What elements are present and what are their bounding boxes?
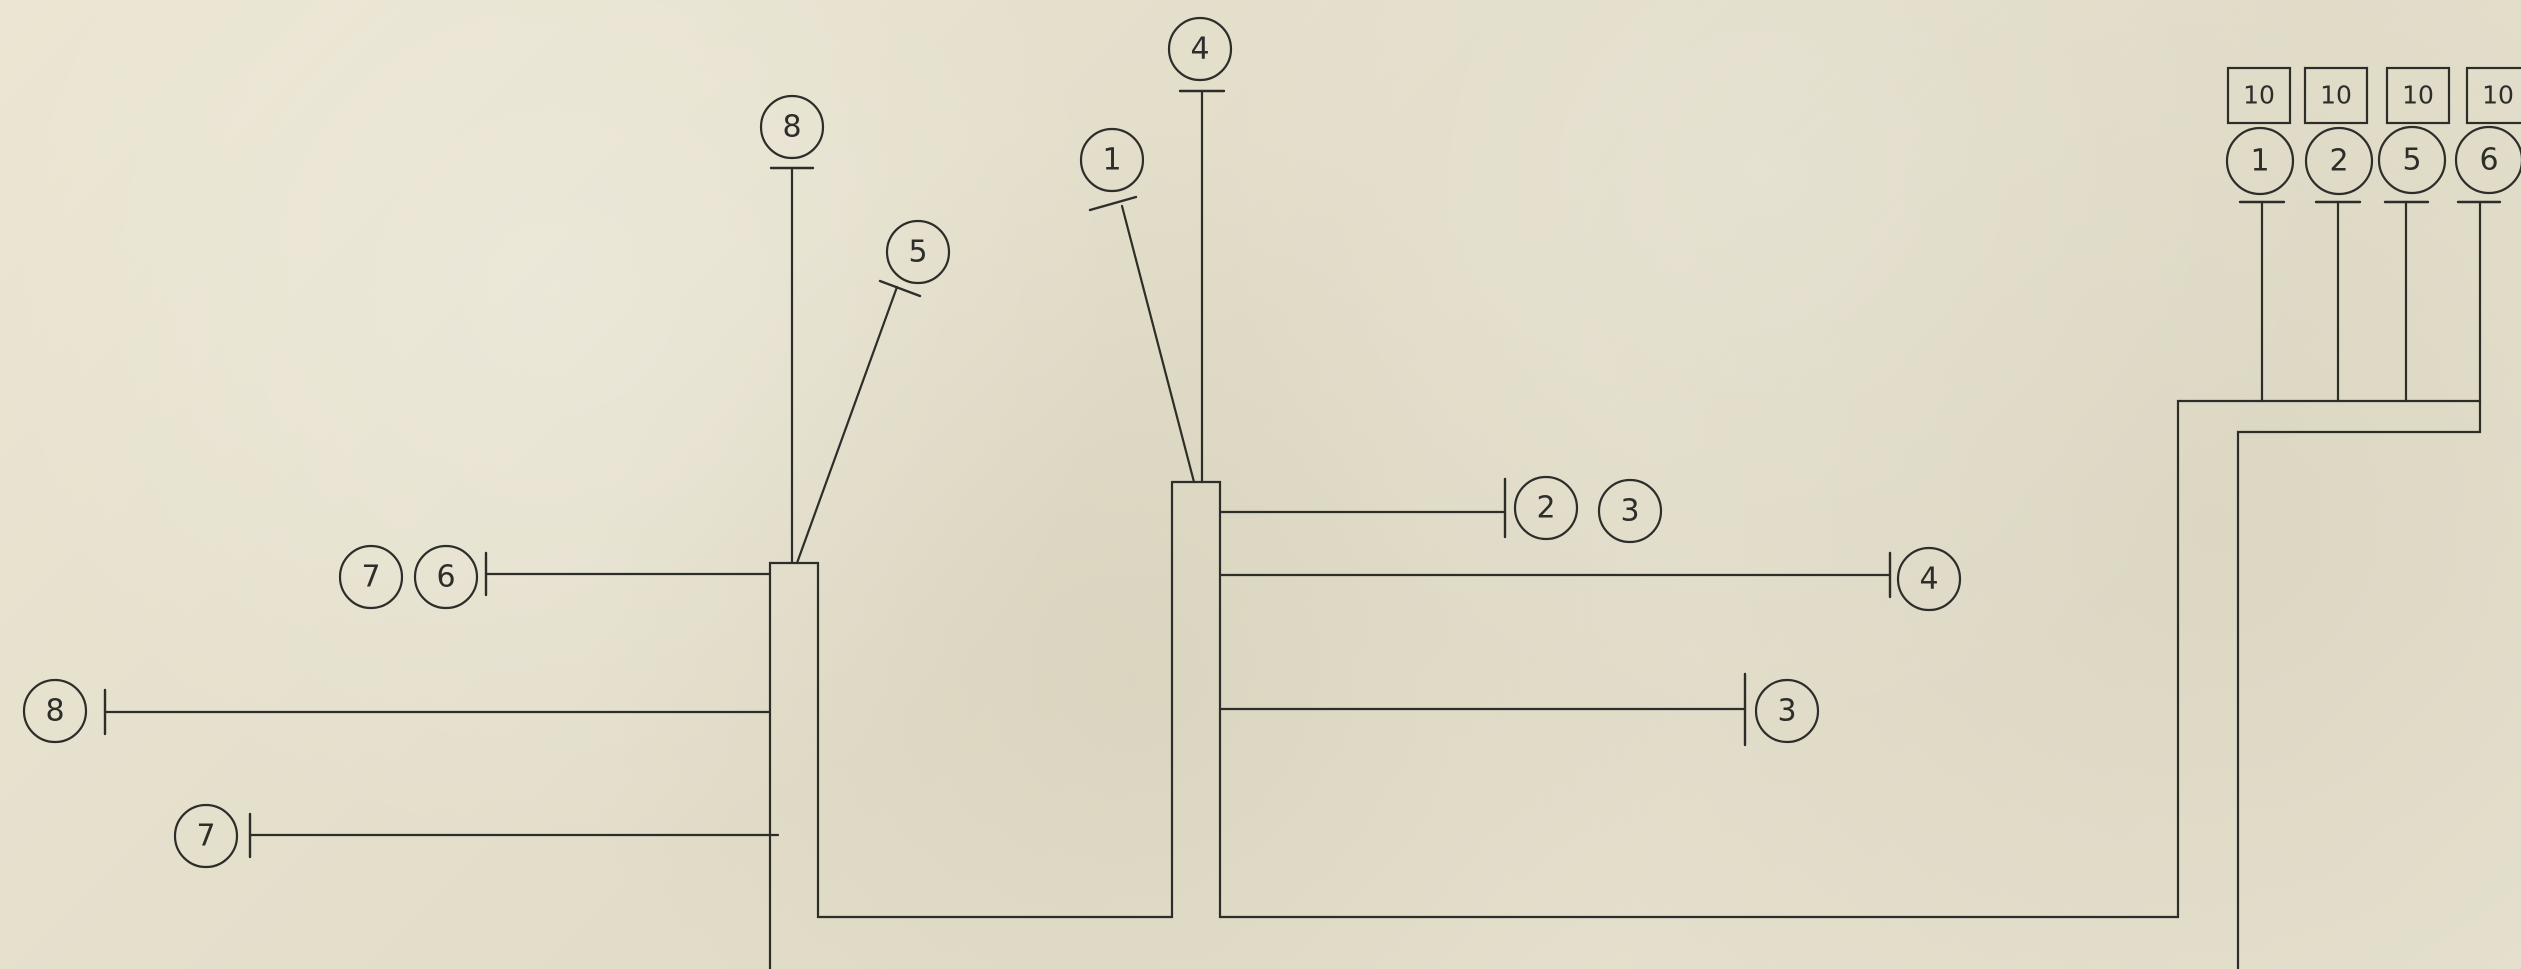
center-riser-body — [1170, 399, 2482, 969]
center-riser-diag-line — [1120, 204, 1196, 484]
manifold-box-label-2: 10 — [2320, 81, 2352, 110]
manifold-box-4 — [2465, 66, 2521, 125]
center-riser-branch-low-label: 3 — [1777, 694, 1796, 729]
center-riser-branch-upper-circle-b — [1597, 478, 1663, 544]
center-riser-branch-low-circle — [1754, 678, 1820, 744]
left-riser-top-circle — [759, 94, 825, 160]
manifold-box-2 — [2303, 66, 2369, 125]
manifold-circle-label-4: 6 — [2479, 143, 2498, 178]
left-riser-branch-low-label: 7 — [196, 819, 215, 854]
left-riser-branch-upper-circle-a — [338, 544, 404, 610]
left-riser-branch-mid-circle — [22, 678, 88, 744]
center-riser-branch-mid-circle — [1896, 546, 1962, 612]
manifold-circle-4 — [2454, 125, 2521, 195]
manifold-circle-3 — [2377, 125, 2447, 195]
right-manifold-group: 1 2 5 6 10 10 10 10 — [2225, 66, 2521, 403]
manifold-box-label-4: 10 — [2482, 81, 2514, 110]
center-riser-branch-upper-label-a: 2 — [1536, 491, 1555, 526]
left-riser-group: 8 5 6 7 8 7 — [22, 94, 1174, 969]
left-riser-branch-mid-label: 8 — [45, 694, 64, 729]
left-riser-diag-line — [795, 285, 899, 565]
left-riser-top-label: 8 — [782, 110, 801, 145]
manifold-circle-label-2: 2 — [2329, 144, 2348, 179]
manifold-circle-2 — [2304, 126, 2374, 196]
left-riser-diag-tick — [878, 279, 922, 298]
left-riser-diag-label: 5 — [908, 235, 927, 270]
left-riser-branch-upper-label-a: 7 — [361, 560, 380, 595]
center-riser-branch-upper-label-b: 3 — [1620, 494, 1639, 529]
center-riser-branch-upper-circle-a — [1513, 475, 1579, 541]
center-riser-top-circle — [1167, 16, 1233, 82]
center-riser-top-label: 4 — [1190, 32, 1209, 67]
manifold-box-3 — [2385, 66, 2451, 125]
center-riser-group: 4 1 2 3 4 3 — [1079, 16, 2482, 969]
manifold-circle-label-1: 1 — [2250, 144, 2269, 179]
manifold-box-label-3: 10 — [2402, 81, 2434, 110]
center-riser-branch-mid-label: 4 — [1919, 562, 1938, 597]
center-riser-diag-label: 1 — [1102, 143, 1121, 178]
left-riser-branch-low-circle — [173, 803, 239, 869]
center-riser-diag-tick — [1088, 195, 1138, 212]
left-riser-diag-circle — [885, 219, 951, 285]
manifold-box-1 — [2226, 66, 2292, 125]
left-riser-branch-upper-label-b: 6 — [436, 560, 455, 595]
center-riser-diag-circle — [1079, 127, 1145, 193]
manifold-box-label-1: 10 — [2243, 81, 2275, 110]
manifold-circle-1 — [2225, 126, 2295, 196]
left-riser-body — [768, 480, 1174, 969]
manifold-circle-label-3: 5 — [2402, 143, 2421, 178]
left-riser-branch-upper-circle-b — [413, 544, 479, 610]
